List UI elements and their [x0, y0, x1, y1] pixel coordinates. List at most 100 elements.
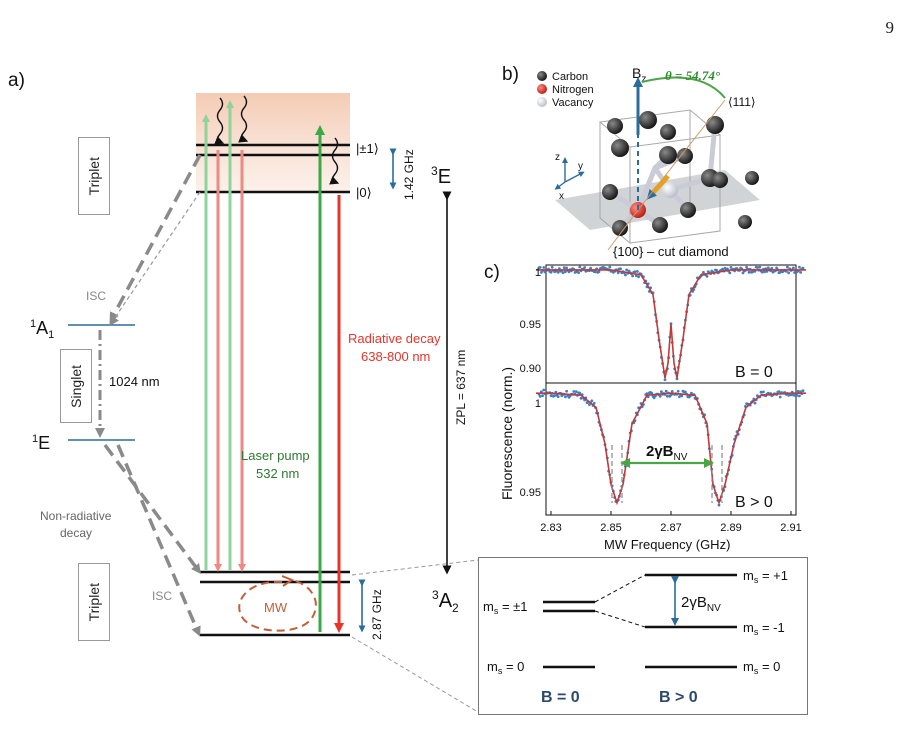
data-point: [625, 268, 628, 272]
data-point: [619, 267, 622, 271]
vacancy-site: [662, 182, 678, 198]
data-point: [565, 389, 568, 393]
nonradiative-label-2: decay: [60, 526, 92, 540]
triplet-bottom-label: Triplet: [86, 582, 102, 622]
data-point: [616, 271, 620, 275]
xtick-287: 2.87: [660, 522, 681, 534]
laser-label-1: Laser pump: [241, 448, 310, 463]
isc-arrow-bottom-1: [103, 443, 201, 575]
bottom-fit-line: [536, 392, 806, 506]
data-point: [670, 390, 674, 393]
mw-loop-arrowhead: [281, 575, 295, 587]
top-legend: B = 0: [735, 364, 773, 381]
theta-label: θ = 54.74°: [665, 68, 721, 83]
data-point: [676, 389, 680, 393]
y-axis-label: Fluorescence (norm.): [499, 367, 515, 500]
data-point: [680, 394, 684, 398]
data-point: [583, 266, 586, 269]
direction-label: ⟨111⟩: [728, 95, 756, 109]
nv-center-crystal: Carbon Nitrogen Vacancy: [537, 65, 760, 259]
data-point: [597, 270, 601, 273]
inset-ms-0-right-label: ms = 0: [743, 659, 780, 676]
panel-b-label: b): [502, 64, 519, 85]
mw-label: MW: [264, 600, 288, 615]
data-point: [660, 390, 663, 394]
data-point: [729, 266, 733, 269]
panel-a-label: a): [8, 70, 25, 91]
top-ytick-095: 0.95: [520, 319, 541, 331]
xtick-283: 2.83: [540, 522, 561, 534]
data-point: [705, 275, 709, 278]
data-point: [765, 270, 769, 273]
data-point: [542, 266, 546, 269]
data-point: [553, 394, 556, 397]
data-point: [574, 390, 578, 393]
top-fit-line: [536, 269, 806, 379]
data-point: [549, 270, 553, 274]
data-point: [715, 268, 718, 272]
data-point: [759, 390, 763, 394]
data-point: [798, 265, 801, 269]
inset-bgt0-label: B > 0: [659, 689, 698, 706]
vibrational-relax-2: [238, 95, 249, 143]
data-point: [728, 271, 732, 275]
state-1A1-label: 1A1: [30, 318, 54, 341]
inset-splitting-label: 2γBNV: [681, 594, 721, 614]
top-ytick-1: 1: [535, 267, 541, 279]
inset-leader-top: [351, 559, 479, 576]
inset-ms-pm1-label: ms = ±1: [483, 599, 528, 616]
data-point: [608, 265, 612, 269]
data-point: [663, 378, 667, 381]
data-point: [658, 394, 662, 398]
data-point: [795, 393, 799, 397]
top-ytick-090: 0.90: [520, 363, 541, 375]
data-point: [538, 266, 542, 269]
vibrational-relax-1: [214, 97, 225, 145]
radiative-label-1: Radiative decay: [348, 331, 441, 346]
isc-arrow-top-thin: [109, 191, 201, 327]
data-point: [561, 271, 565, 275]
excited-splitting-label: 1.42 GHz: [402, 149, 416, 200]
data-point: [567, 270, 571, 274]
data-point: [684, 390, 687, 394]
singlet-box: Singlet: [60, 349, 92, 423]
ground-splitting-label: 2.87 GHz: [370, 589, 384, 640]
data-point: [541, 394, 544, 397]
data-point: [756, 266, 759, 269]
axis-111-line: [637, 99, 726, 211]
splitting-arrowhead-right: [704, 458, 714, 468]
bottom-ytick-095: 0.95: [520, 487, 541, 499]
data-point: [770, 266, 774, 270]
data-point: [590, 399, 594, 403]
nv-axis-arrow: [646, 174, 670, 200]
legend-nitrogen: Nitrogen: [552, 84, 594, 96]
data-point: [577, 271, 580, 274]
x-ticks: 2.83 2.85 2.87 2.89 2.91: [540, 522, 801, 534]
data-point: [786, 265, 789, 269]
level-0-label: |0⟩: [356, 185, 372, 200]
isc-bottom-label: ISC: [152, 589, 172, 603]
bz-label: Bz: [632, 65, 646, 85]
theta-arc: [641, 76, 726, 99]
data-point: [549, 394, 553, 397]
data-point: [801, 389, 805, 393]
triplet-top-label: Triplet: [86, 156, 102, 196]
data-point: [760, 270, 764, 274]
data-point: [556, 395, 560, 398]
laser-label-2: 532 nm: [256, 466, 299, 481]
data-point: [564, 395, 567, 399]
data-point: [664, 389, 668, 393]
carbon-atoms: [602, 111, 759, 236]
data-point: [666, 394, 669, 398]
legend-vacancy: Vacancy: [552, 97, 594, 109]
zpl-label: ZPL = 637 nm: [454, 350, 468, 425]
xtick-285: 2.85: [600, 522, 621, 534]
data-point: [753, 401, 757, 405]
data-point: [798, 394, 801, 398]
data-point: [792, 266, 795, 270]
inset-connector-top: [594, 574, 646, 603]
data-point: [747, 270, 751, 274]
data-point: [633, 270, 637, 274]
inset-ms-p1-label: ms = +1: [743, 568, 788, 585]
data-point: [763, 270, 766, 274]
